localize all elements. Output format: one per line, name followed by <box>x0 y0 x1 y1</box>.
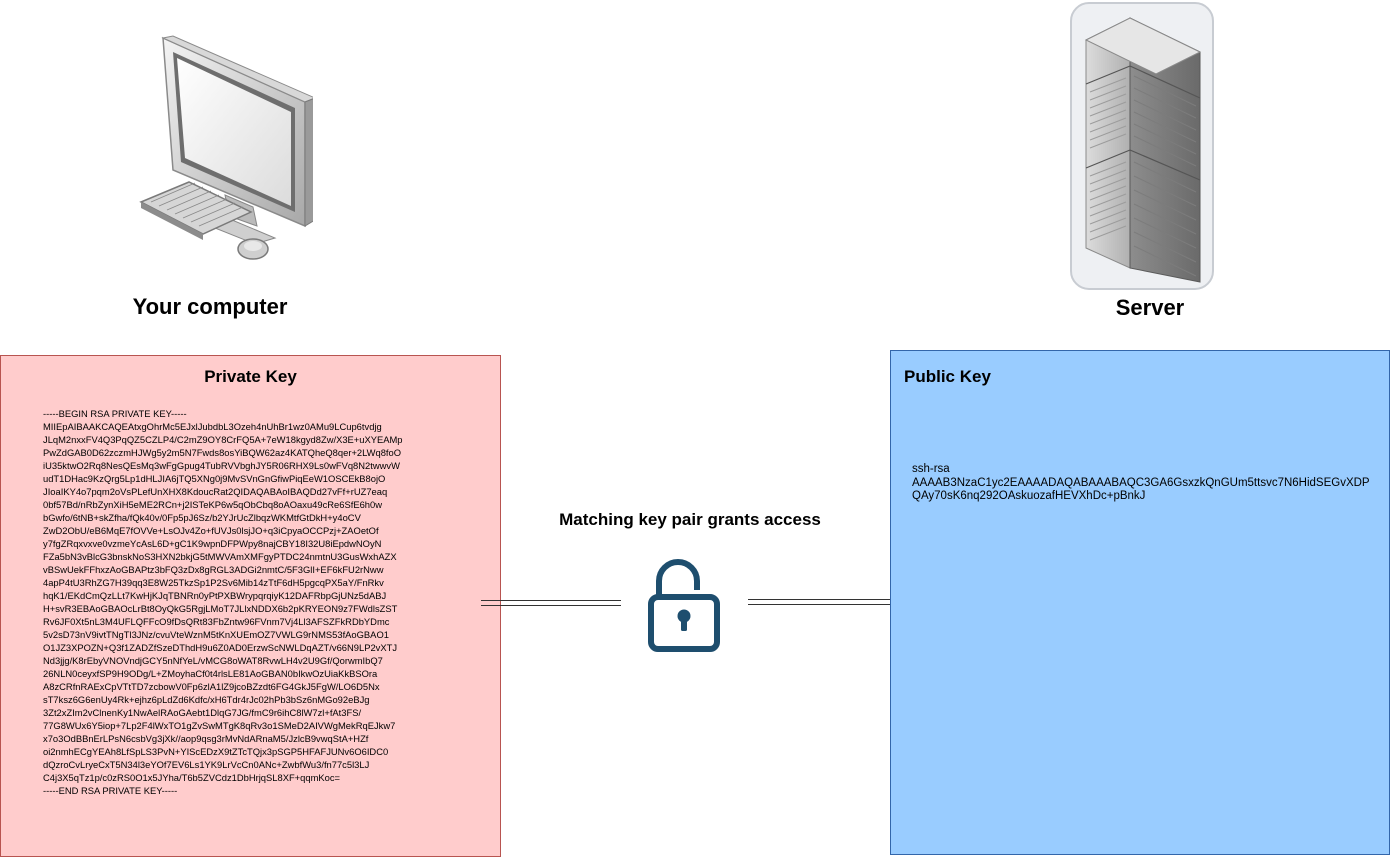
private-key-line: JLqM2nxxFV4Q3PqQZ5CZLP4/C2mZ9OY8CrFQ5A+7… <box>43 434 403 445</box>
server-rack-icon <box>1070 2 1214 290</box>
private-key-line: 0bf57Bd/nRbZynXiH5eME2RCn+j2ISTeKP6w5qOb… <box>43 499 382 510</box>
private-key-box: Private Key -----BEGIN RSA PRIVATE KEY--… <box>0 355 501 857</box>
private-key-line: O1JZ3XPOZN+Q3f1ZADZfSzeDThdH9u6Z0AD0Erzw… <box>43 642 398 653</box>
private-key-line: FZa5bN3vBlcG3bnskNoS3HXN2bkjG5tMWVAmXMFg… <box>43 551 397 562</box>
server-caption: Server <box>1115 295 1185 320</box>
private-key-line: JIoaIKY4o7pqm2oVsPLefUnXHX8KdoucRat2QIDA… <box>43 486 388 497</box>
private-key-line: oi2nmhECgYEAh8LfSpLS3PvN+YIScEDzX9tZTcTQ… <box>43 746 389 757</box>
private-key-line: Nd3jjg/K8rEbyVNOVndjGCY5nNfYeL/vMCG8oWAT… <box>43 655 383 666</box>
private-key-line: iU35ktwO2Rq8NesQEsMq3wFgGpug4TubRVVbghJY… <box>43 460 400 471</box>
desktop-computer-icon <box>139 35 313 260</box>
private-key-line: -----BEGIN RSA PRIVATE KEY----- <box>43 408 187 419</box>
public-key-line: AAAAB3NzaC1yc2EAAAADAQABAAABAQC3GA6Gsxzk… <box>912 476 1370 489</box>
private-key-line: Rv6JF0Xt5nL3M4UFLQFFcO9fDsQRt83FbZntw96F… <box>43 616 390 627</box>
public-key-title: Public Key <box>904 367 991 386</box>
private-key-line: x7o3OdBBnErLPsN6csbVg3jXk//aop9qsg3rMvNd… <box>43 733 369 744</box>
private-key-line: hqK1/EKdCmQzLLt7KwHjKJqTBNRn0yPtPXBWrypq… <box>43 590 387 601</box>
private-key-text: -----BEGIN RSA PRIVATE KEY----- MIIEpAIBA… <box>43 407 483 797</box>
private-key-line: ZwD2ObU/eB6MqE7fOVVe+LsOJv4Zo+fUVJs0lsjJ… <box>43 525 379 536</box>
private-key-line: MIIEpAIBAAKCAQEAtxgOhrMc5EJxlJubdbL3Ozeh… <box>43 421 382 432</box>
private-key-line: sT7ksz6G6enUy4Rk+ejhz6pLdZd6Kdfc/xH6Tdr4… <box>43 694 370 705</box>
public-key-line: ssh-rsa <box>912 463 950 475</box>
private-key-line: H+svR3EBAoGBAOcLrBt8OyQkG5RgjLMoT7JLlxND… <box>43 603 398 614</box>
unlocked-padlock-icon <box>648 559 720 652</box>
private-key-line: 5v2sD73nV9ivtTNgTl3JNz/cvuVteWznM5tKnXUE… <box>43 629 389 640</box>
private-key-line: y7fgZRqxvxve0vzmeYcAsL6D+gC1K9wpnDFPWpy8… <box>43 538 382 549</box>
private-key-line: vBSwUekFFhxzAoGBAPtz3bFQ3zDx8gRGL3ADGi2n… <box>43 564 384 575</box>
private-key-line: A8zCRfnRAExCpVTtTD7zcbowV0Fp6zlA1lZ9jcoB… <box>43 681 380 692</box>
access-label: Matching key pair grants access <box>559 510 821 529</box>
connector-right <box>748 599 890 605</box>
private-key-title: Private Key <box>204 367 297 386</box>
private-key-line: C4j3X5qTz1p/c0zRS0O1x5JYha/T6b5ZVCdz1DbH… <box>43 772 341 783</box>
private-key-line: bGwfo/6tNB+skZfha/fQk40v/0Fp5pJ6Sz/b2YJr… <box>43 512 361 523</box>
private-key-line: udT1DHac9KzQrg5Lp1dHLJIA6jTQ5XNg0j9MvSVn… <box>43 473 386 484</box>
private-key-line: 26NLN0ceyxfSP9H9ODg/L+ZMoyhaCf0t4rlsLE81… <box>43 668 378 679</box>
private-key-line: -----END RSA PRIVATE KEY----- <box>43 785 178 796</box>
private-key-line: 77G8WUx6Y5iop+7Lp2F4lWxTO1gZvSwMTgK8qRv3… <box>43 720 396 731</box>
private-key-line: dQzroCvLryeCxT5N34l3eYOf7EV6Ls1YK9LrVcCn… <box>43 759 370 770</box>
private-key-line: PwZdGAB0D62zczmHJWg5y2m5N7Fwds8osYiBQW62… <box>43 447 402 458</box>
connector-left <box>481 600 621 606</box>
computer-caption: Your computer <box>132 294 288 319</box>
private-key-line: 4apP4tU3RhZG7H39qq3E8W25TkzSp1P2Sv6Mib14… <box>43 577 384 588</box>
private-key-line: 3Zt2xZIm2vClnenKy1NwAelRAoGAebt1DlqG7JG/… <box>43 707 362 718</box>
public-key-line: QAy70sK6nq292OAskuozafHEVXhDc+pBnkJ <box>912 490 1146 502</box>
